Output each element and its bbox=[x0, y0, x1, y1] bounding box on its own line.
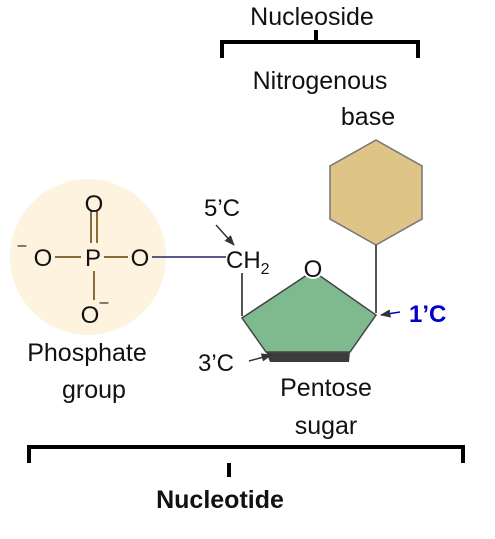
phosphate-o-right: O bbox=[131, 245, 150, 272]
nucleoside-label: Nucleoside bbox=[250, 3, 374, 31]
phosphate-group-label-line2: group bbox=[62, 376, 126, 404]
ring-oxygen-bg bbox=[302, 257, 324, 279]
five-c-label: 5’C bbox=[204, 195, 240, 222]
phosphate-bonds bbox=[55, 211, 128, 300]
phosphate-minus-bottom: – bbox=[100, 294, 109, 311]
pentose-sugar-label-line2: sugar bbox=[295, 412, 358, 440]
three-c-arrow bbox=[248, 353, 273, 362]
ch2-label: CH2 bbox=[226, 247, 270, 278]
phosphate-minus-left: – bbox=[18, 237, 27, 254]
nucleoside-bracket bbox=[220, 30, 420, 58]
phosphate-group-label-line1: Phosphate bbox=[27, 339, 147, 367]
base-hexagon bbox=[329, 139, 423, 246]
sugar-ring-top bbox=[240, 270, 378, 353]
one-c-arrow bbox=[379, 309, 401, 318]
nitrogenous-base-label-line1: Nitrogenous bbox=[253, 67, 388, 95]
three-c-label: 3’C bbox=[198, 350, 234, 377]
ring-oxygen: O bbox=[304, 256, 323, 283]
phosphate-o-top: O bbox=[85, 191, 104, 218]
phosphate-o-left: O bbox=[34, 245, 53, 272]
pentose-sugar-label-line1: Pentose bbox=[280, 374, 372, 402]
phosphate-p: P bbox=[85, 245, 101, 272]
one-c-label: 1’C bbox=[409, 301, 446, 328]
nucleotide-label: Nucleotide bbox=[156, 486, 284, 514]
phosphate-o-bottom: O bbox=[81, 302, 100, 329]
five-c-arrow bbox=[215, 224, 235, 246]
ch2-subscript: 2 bbox=[261, 261, 270, 278]
nitrogenous-base-label-line2: base bbox=[341, 103, 395, 131]
phosphate-circle bbox=[10, 179, 166, 335]
nucleotide-bracket bbox=[27, 445, 465, 477]
